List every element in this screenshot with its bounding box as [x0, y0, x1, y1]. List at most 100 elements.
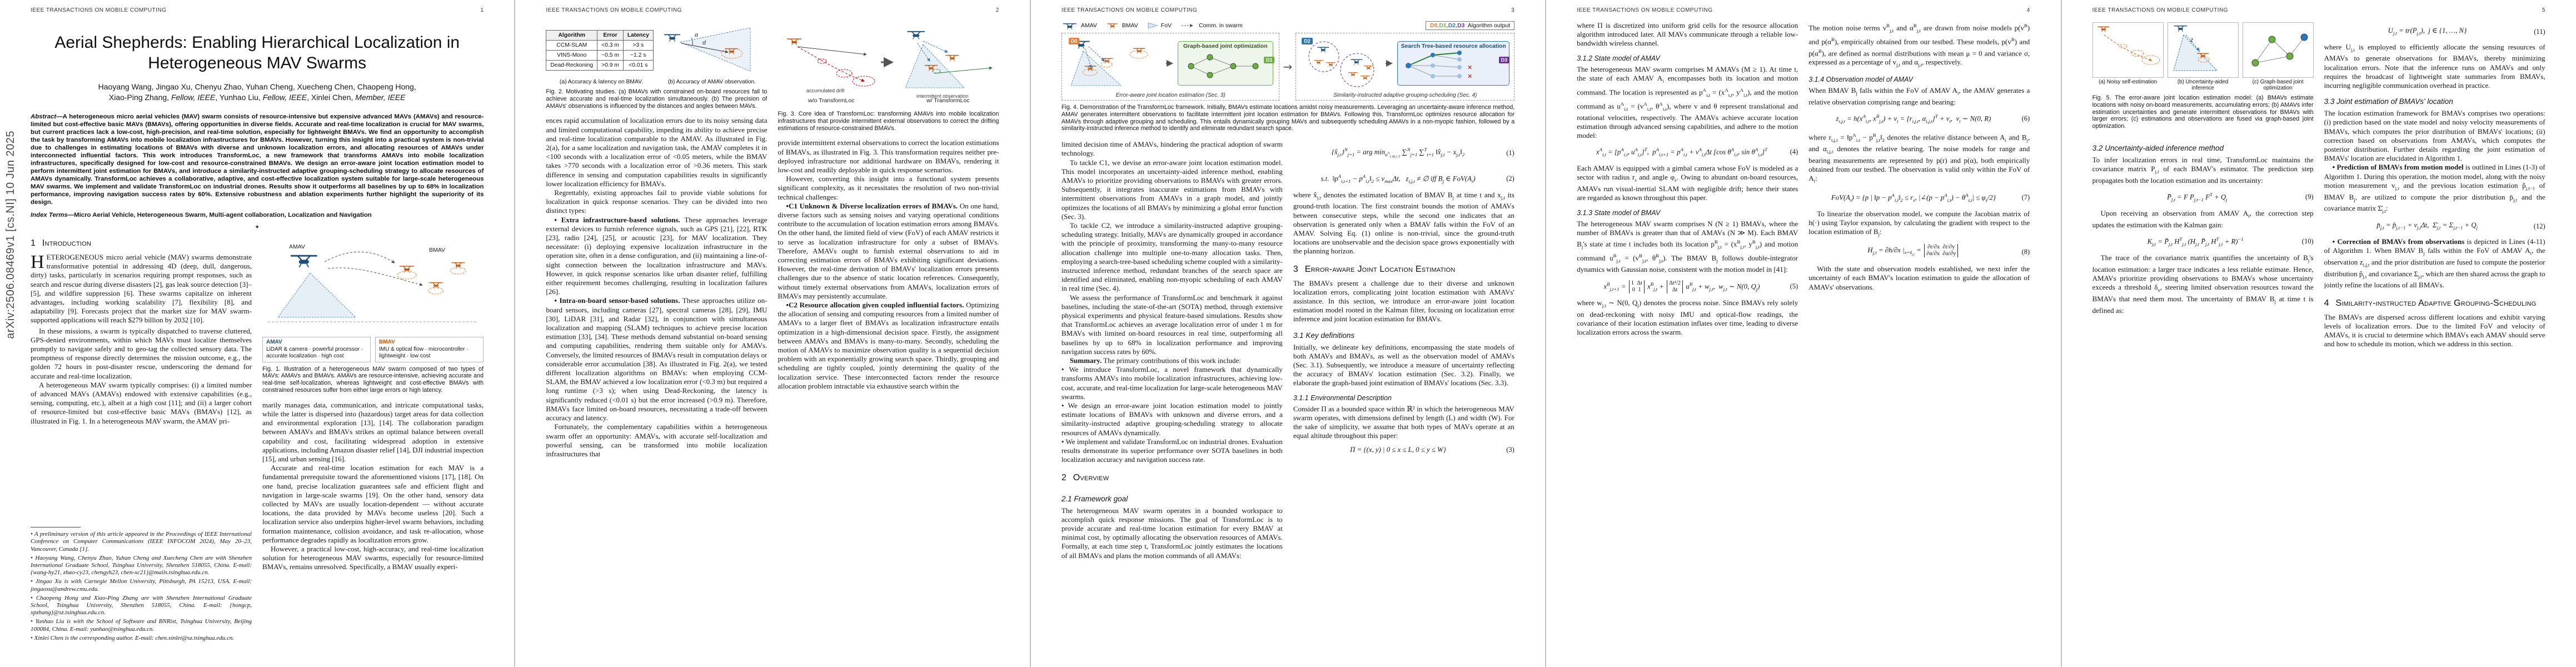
equation-body: {x̂j,t}Nj=1 = arg minuA1:M,1:T ∑Nj=1 ∑Tt… [1331, 147, 1465, 159]
column-right: Uj,t = tr(Pj,t), j ∈ {1, …, N}(11) where… [2324, 21, 2545, 644]
fov-cone-icon [2173, 34, 2218, 71]
figure-3-caption: Fig. 3. Core idea of TransformLoc: trans… [778, 111, 999, 132]
bmav-drone-icon [2097, 26, 2110, 32]
abstract-text: A heterogeneous micro aerial vehicles (M… [31, 113, 484, 206]
factor-graph-icon [1188, 54, 1259, 78]
equation-11: Uj,t = tr(Pj,t), j ∈ {1, …, N}(11) [2324, 26, 2545, 38]
paragraph: However, converting this insight into a … [778, 175, 999, 201]
footnote: • Yunhao Liu is with the School of Softw… [31, 618, 252, 633]
fig2-subcaptions: (a) Accuracy & latency on BMAV. (b) Accu… [546, 79, 767, 85]
paragraph: When BMAV Bj falls within the FoV of AMA… [1808, 86, 2030, 106]
corrected-path-icon [934, 66, 993, 74]
section-divider-ornament: ✦ [255, 224, 260, 231]
table-cell: >0.9 m [597, 59, 624, 71]
column-left: limited decision time of AMAVs, hinderin… [1062, 140, 1283, 644]
fig5-panels: z [2092, 22, 2314, 78]
amav-card-title: AMAV [266, 339, 282, 345]
search-tree-box-title: Search Tree-based resource allocation [1401, 43, 1506, 49]
error-ellipse-icon [721, 48, 743, 59]
paragraph: Consider Π as a bounded space within ℝ² … [1293, 404, 1514, 440]
distance-label: d [702, 39, 706, 46]
bmav-drone-icon [1326, 62, 1336, 67]
equation-8: Hj,t = ∂h/∂x |x=x̄j,t = ∂r/∂x ∂r/∂y∂α/∂x… [1808, 243, 2030, 260]
bmav-drone-icon [1133, 48, 1145, 54]
paragraph: where Π is discretized into uniform grid… [1577, 21, 1798, 48]
equation-4: xAi,t = [pAi,t, uAi,t]T, pAi,t+1 = pAi,t… [1577, 145, 1798, 159]
paper-title: Aerial Shepherds: Enabling Hierarchical … [54, 33, 460, 72]
error-ellipse-icon [1129, 50, 1148, 59]
column-left: z [2092, 21, 2314, 644]
fig4-panelB-label: Similarity-instructed adaptive grouping-… [1333, 92, 1477, 98]
contribution-bullet: • We introduce TransformLoc, a novel fra… [1061, 365, 1283, 401]
fig3-right-title: w/ TransformLoc [926, 97, 970, 104]
legend-algorithm-output: D0,D1,D2,D3 Algorithm output [1425, 21, 1515, 30]
observation-arrow-icon [917, 43, 930, 62]
paragraph: where x̂j,t denotes the estimated locati… [1293, 190, 1514, 256]
chip-d3: D3 [1498, 57, 1510, 63]
fig5-noisy-estimation-scene [2097, 26, 2160, 65]
comm-arrow-icon [327, 267, 423, 286]
paragraph-text: ETEROGENEOUS micro aerial vehicle (MAV) … [31, 253, 252, 325]
equation-body: zi,j,t = h(xAi,t, xBj,t) + vt = [ri,j,t,… [1836, 113, 1991, 124]
contribution-bullet: • We implement and validate TransformLoc… [1061, 437, 1283, 464]
amav-drone-icon [1317, 47, 1329, 53]
comm-arrow-icon [1182, 24, 1194, 27]
table-cell: <0.3 m [597, 39, 624, 51]
equation-number: (9) [2305, 193, 2314, 201]
bmav-label: BMAV [429, 247, 445, 253]
paragraph: Accurate and real-time location estimati… [262, 464, 484, 544]
subcaption-a: (a) Accuracy & latency on BMAV. [559, 79, 643, 85]
equation-body: Uj,t = tr(Pj,t), j ∈ {1, …, N} [2388, 27, 2467, 36]
legend-item-bmav: BMAV [1106, 22, 1138, 29]
search-tree-box: Search Tree-based resource allocation [1397, 41, 1510, 86]
table-header: Error [597, 29, 624, 41]
bmav-card-title: BMAV [379, 339, 395, 345]
error-ellipse-icon [852, 76, 875, 87]
footnote: • A preliminary version of this article … [31, 531, 252, 552]
figure-2-panels: Algorithm Error Latency CCM-SLAM <0.3 m … [546, 22, 767, 78]
two-column-body: where Π is discretized into uniform grid… [1577, 21, 2030, 644]
subsection-framework-goal: 2.1 Framework goal [1061, 494, 1128, 503]
subcaption-b: (b) Accuracy of AMAV observation. [667, 79, 756, 85]
observation-arrow-icon [2185, 34, 2200, 51]
abstract: Abstract—A heterogeneous micro aerial ve… [31, 113, 484, 206]
equation-body: s.t. ‖pAi,t+1 − pAi,t‖2 ≤ vmaxΔt, zi,j,t… [1321, 173, 1476, 184]
bmav-card-specs: IMU & optical flow · microcontroller · l… [379, 346, 469, 360]
figure-5-caption: Fig. 5. The error-aware joint location e… [2092, 94, 2314, 130]
equation-number: (5) [1790, 282, 1798, 290]
observation-label: z [2190, 37, 2194, 43]
paragraph: Each AMAV is equipped with a gimbal came… [1577, 164, 1798, 202]
challenge-bullet: • Extra infrastructure-based solutions. … [546, 215, 768, 296]
paragraph: The heterogeneous MAV swarm comprises M … [1577, 64, 1798, 140]
subsubsection-observation-model: 3.1.4 Observation model of AMAV [1808, 75, 1914, 83]
legend-label: BMAV [1122, 22, 1138, 29]
fig4-panels: D0 D1 [1061, 33, 1515, 101]
subcaption-a: (a) Noisy self-estimation [2099, 79, 2158, 85]
paragraph: The location estimation framework for BM… [2324, 109, 2545, 163]
chip-d0: D0 [1068, 38, 1080, 44]
table-cell: >3 s [622, 39, 654, 51]
equation-body: xAi,t = [pAi,t, uAi,t]T, pAi,t+1 = pAi,t… [1596, 147, 1767, 158]
paragraph: The BMAVs are dispersed across different… [2324, 312, 2545, 349]
graph-box-title: Graph-based joint optimization [1183, 43, 1268, 49]
subsection-uncertainty-method: 3.2 Uncertainty-aided inference method [2092, 143, 2224, 152]
equation-12: p̄j,t = p̂j,t−1 + vj,tΔt, Σ̄j,t = Σj,t−1… [2324, 221, 2545, 232]
paragraph: The trace of the covariance matrix quant… [2092, 253, 2314, 315]
pruned-mark-icon: ✕ [1467, 73, 1472, 80]
equation-body: Hj,t = ∂h/∂x |x=x̄j,t = ∂r/∂x ∂r/∂y∂α/∂x… [1808, 243, 2018, 260]
page-3: IEEE TRANSACTIONS ON MOBILE COMPUTING 3 … [1030, 0, 1546, 667]
equation-body: Kj,t = P̄j,t HTj,t (Hj,t P̄j,t HTj,t + R… [2147, 236, 2244, 247]
author-list: Haoyang Wang, Jingao Xu, Chenyu Zhao, Yu… [31, 82, 484, 103]
graph-node-icon [2286, 52, 2294, 60]
table-row: Dead-Reckoning >0.9 m <0.01 s [546, 59, 654, 71]
footnote: • Jingao Xu is with Carnegie Mellon Univ… [31, 578, 252, 593]
column-right: {x̂j,t}Nj=1 = arg minuA1:M,1:T ∑Nj=1 ∑Tt… [1293, 140, 1514, 644]
table-cell: ~1.2 s [622, 49, 654, 61]
graph-optimization-box: Graph-based joint optimization [1177, 41, 1273, 86]
error-ellipse-icon [2141, 55, 2160, 65]
